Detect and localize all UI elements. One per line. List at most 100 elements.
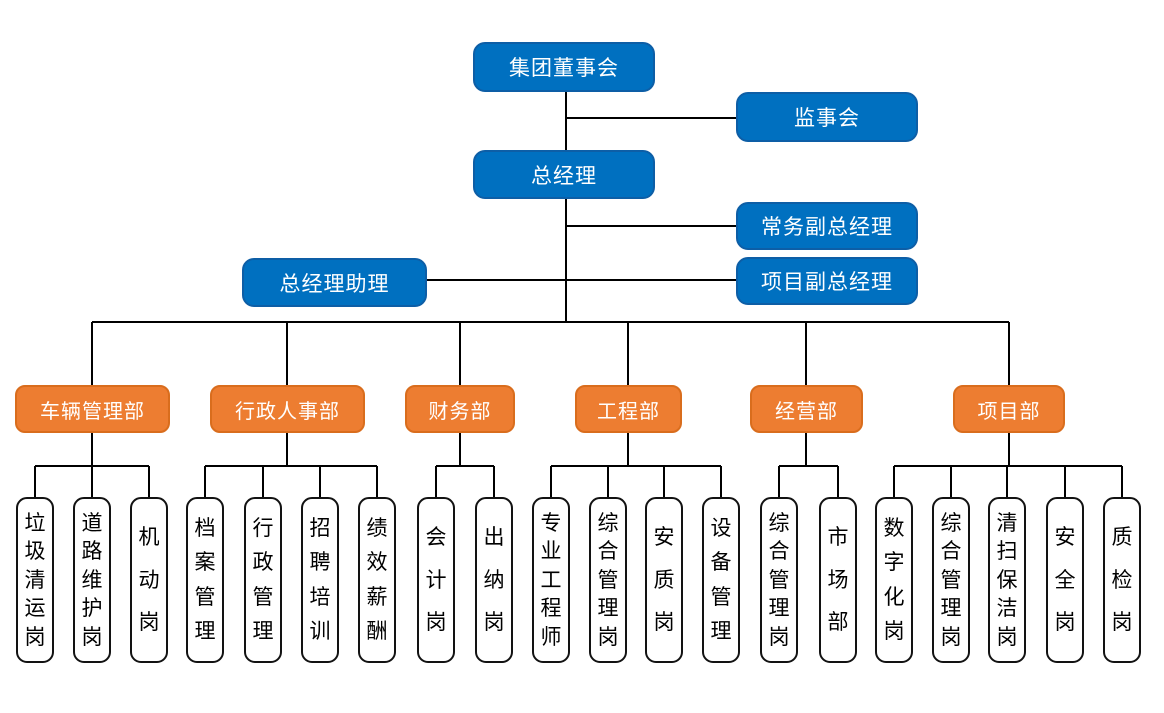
vertical-char: 运 [24, 596, 46, 620]
node-dept-admin-hr: 行政人事部 [210, 385, 365, 433]
vertical-char: 路 [81, 539, 103, 563]
vertical-char: 部 [827, 610, 849, 635]
node-pos-accountant: 会计岗 [417, 497, 455, 663]
node-dept-engineering: 工程部 [575, 385, 682, 433]
vertical-char: 保 [996, 567, 1018, 592]
vertical-char: 合 [597, 539, 619, 563]
vertical-char: 聘 [309, 550, 331, 575]
node-executive-deputy-gm: 常务副总经理 [736, 202, 918, 250]
vertical-char: 计 [425, 567, 447, 592]
vertical-char: 管 [768, 567, 790, 592]
vertical-char: 岗 [597, 624, 619, 649]
node-board-of-directors: 集团董事会 [473, 42, 655, 92]
vertical-char: 全 [1054, 567, 1076, 592]
node-dept-finance: 财务部 [405, 385, 515, 433]
vertical-char: 政 [252, 550, 274, 575]
vertical-char: 岗 [483, 610, 505, 635]
vertical-char: 场 [827, 567, 849, 592]
vertical-char: 程 [540, 596, 562, 620]
node-pos-recruit-training: 招聘培训 [301, 497, 339, 663]
vertical-char: 理 [768, 596, 790, 620]
vertical-char: 岗 [996, 624, 1018, 649]
vertical-char: 管 [597, 567, 619, 592]
node-pos-equipment-management: 设备管理 [702, 497, 740, 663]
node-pos-sweeping-cleaning: 清扫保洁岗 [988, 497, 1026, 663]
node-general-manager: 总经理 [473, 150, 655, 199]
vertical-char: 岗 [883, 618, 905, 643]
vertical-char: 综 [940, 510, 962, 535]
vertical-char: 岗 [768, 624, 790, 649]
node-pos-mobile: 机动岗 [130, 497, 168, 663]
node-dept-vehicle-management: 车辆管理部 [15, 385, 170, 433]
node-pos-garbage-removal: 垃圾清运岗 [16, 497, 54, 663]
vertical-char: 动 [138, 567, 160, 592]
vertical-char: 设 [710, 516, 732, 541]
vertical-char: 质 [1111, 524, 1133, 549]
vertical-char: 会 [425, 524, 447, 549]
vertical-char: 训 [309, 618, 331, 643]
vertical-char: 行 [252, 516, 274, 541]
vertical-char: 字 [883, 550, 905, 575]
vertical-char: 扫 [996, 539, 1018, 563]
vertical-char: 岗 [1111, 610, 1133, 635]
node-pos-market: 市场部 [819, 497, 857, 663]
node-pos-admin-management: 行政管理 [244, 497, 282, 663]
vertical-char: 安 [653, 524, 675, 549]
vertical-char: 检 [1111, 567, 1133, 592]
node-pos-digitalization: 数字化岗 [875, 497, 913, 663]
vertical-char: 师 [540, 624, 562, 649]
vertical-char: 出 [483, 524, 505, 549]
vertical-char: 岗 [653, 610, 675, 635]
vertical-char: 理 [710, 618, 732, 643]
node-dept-project: 项目部 [953, 385, 1065, 433]
node-gm-assistant: 总经理助理 [242, 258, 427, 307]
node-pos-archives-management: 档案管理 [186, 497, 224, 663]
node-dept-operations: 经营部 [750, 385, 863, 433]
node-pos-cashier: 出纳岗 [475, 497, 513, 663]
vertical-char: 清 [996, 510, 1018, 535]
node-project-deputy-gm: 项目副总经理 [736, 257, 918, 305]
vertical-char: 岗 [138, 610, 160, 635]
node-pos-quality-inspection: 质检岗 [1103, 497, 1141, 663]
node-pos-professional-engineer: 专业工程师 [532, 497, 570, 663]
vertical-char: 维 [81, 567, 103, 592]
vertical-char: 岗 [81, 624, 103, 649]
vertical-char: 管 [710, 584, 732, 609]
vertical-char: 清 [24, 567, 46, 592]
vertical-char: 案 [194, 550, 216, 575]
vertical-char: 理 [252, 618, 274, 643]
vertical-char: 备 [710, 550, 732, 575]
vertical-char: 数 [883, 516, 905, 541]
vertical-char: 岗 [1054, 610, 1076, 635]
node-pos-proj-general-management: 综合管理岗 [932, 497, 970, 663]
node-pos-safety-quality: 安质岗 [645, 497, 683, 663]
vertical-char: 薪 [366, 584, 388, 609]
vertical-char: 管 [194, 584, 216, 609]
vertical-char: 招 [309, 516, 331, 541]
vertical-char: 质 [653, 567, 675, 592]
vertical-char: 护 [81, 596, 103, 620]
vertical-char: 洁 [996, 596, 1018, 620]
vertical-char: 道 [81, 510, 103, 535]
vertical-char: 合 [940, 539, 962, 563]
vertical-char: 合 [768, 539, 790, 563]
vertical-char: 档 [194, 516, 216, 541]
node-pos-safety: 安全岗 [1046, 497, 1084, 663]
vertical-char: 垃 [24, 510, 46, 535]
vertical-char: 市 [827, 524, 849, 549]
vertical-char: 管 [940, 567, 962, 592]
vertical-char: 安 [1054, 524, 1076, 549]
node-pos-performance-payroll: 绩效薪酬 [358, 497, 396, 663]
vertical-char: 圾 [24, 539, 46, 563]
vertical-char: 纳 [483, 567, 505, 592]
node-supervisory-board: 监事会 [736, 92, 918, 142]
node-pos-ops-general-management: 综合管理岗 [760, 497, 798, 663]
node-pos-road-maintenance: 道路维护岗 [73, 497, 111, 663]
node-pos-eng-general-management: 综合管理岗 [589, 497, 627, 663]
vertical-char: 管 [252, 584, 274, 609]
vertical-char: 综 [768, 510, 790, 535]
vertical-char: 绩 [366, 516, 388, 541]
vertical-char: 化 [883, 584, 905, 609]
vertical-char: 培 [309, 584, 331, 609]
